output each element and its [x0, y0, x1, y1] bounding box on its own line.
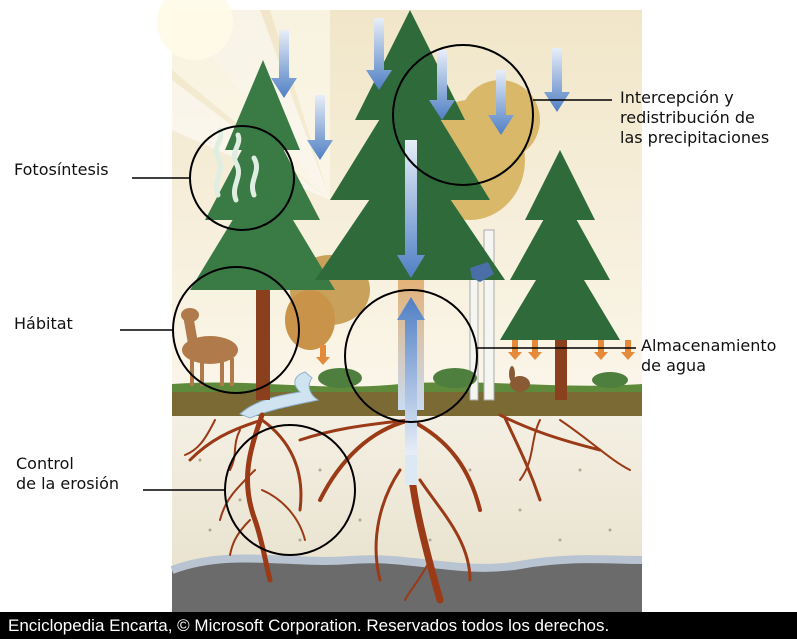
label-interception: Intercepción y redistribución de las pre…: [620, 88, 769, 148]
root-water-column: [405, 455, 417, 485]
copyright-footer: Enciclopedia Encarta, © Microsoft Corpor…: [0, 612, 797, 639]
label-habitat: Hábitat: [14, 314, 73, 334]
label-photosynthesis: Fotosíntesis: [14, 160, 109, 180]
label-erosion-control: Control de la erosión: [16, 454, 119, 494]
label-water-storage: Almacenamiento de agua: [641, 336, 776, 376]
bedrock-layer: [172, 558, 642, 612]
